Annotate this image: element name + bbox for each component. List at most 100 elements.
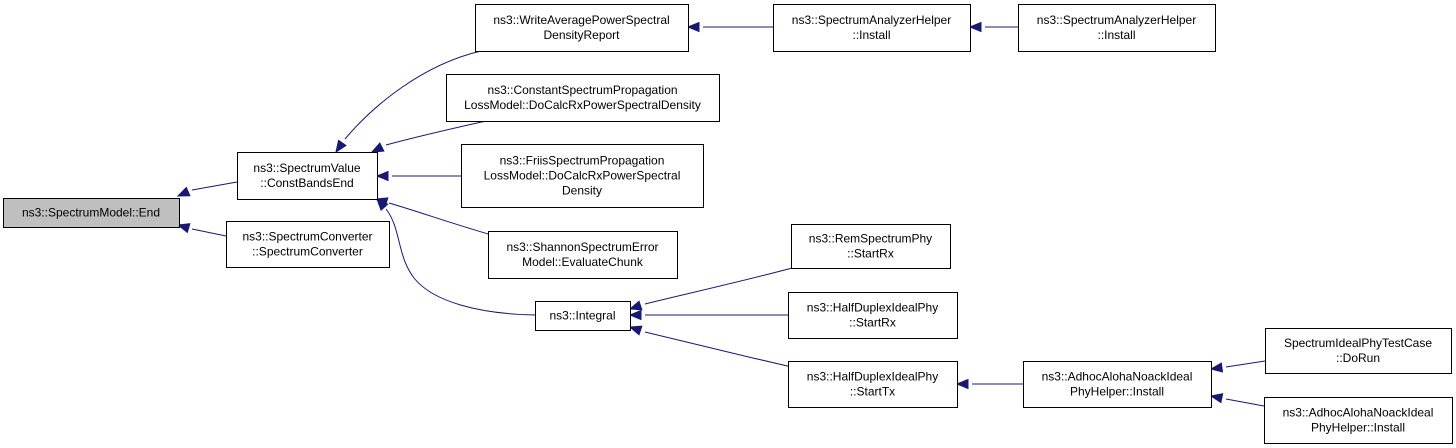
node-label-line: ::DoRun xyxy=(1336,351,1380,365)
node-label-line: ns3::Integral xyxy=(549,309,615,323)
node-label-line: ns3::SpectrumConverter xyxy=(242,230,372,244)
node-label-line: ::StartRx xyxy=(849,316,896,330)
edge-line xyxy=(191,181,238,191)
node-box xyxy=(3,198,180,228)
node-label-line: Density xyxy=(562,184,602,198)
edge-line xyxy=(644,331,797,369)
node-rem[interactable]: ns3::RemSpectrumPhy::StartRx xyxy=(791,224,951,269)
edge-rem-to-integral xyxy=(628,266,797,311)
node-box xyxy=(1264,397,1453,444)
node-label-line: ns3::SpectrumValue xyxy=(253,161,360,175)
edges-layer xyxy=(176,21,1266,407)
edge-line xyxy=(388,202,500,238)
node-aloha1[interactable]: ns3::AdhocAlohaNoackIdealPhyHelper::Inst… xyxy=(1023,361,1212,408)
node-test[interactable]: SpectrumIdealPhyTestCase::DoRun xyxy=(1265,328,1452,374)
edge-const-to-cbe xyxy=(370,120,487,153)
edge-line xyxy=(191,228,227,237)
edge-line xyxy=(385,120,487,146)
edge-hdrx-to-integral xyxy=(628,309,788,321)
node-end: ns3::SpectrumModel::End xyxy=(3,198,180,228)
node-sah2[interactable]: ns3::SpectrumAnalyzerHelper::Install xyxy=(1018,4,1216,52)
node-label-line: ::ConstBandsEnd xyxy=(260,176,353,190)
node-label-line: ns3::AdhocAlohaNoackIdeal xyxy=(1283,406,1434,420)
node-box xyxy=(773,4,971,52)
node-label-line: ns3::SpectrumModel::End xyxy=(22,206,160,220)
node-integral[interactable]: ns3::Integral xyxy=(535,301,631,331)
node-hdrx[interactable]: ns3::HalfDuplexIdealPhy::StartRx xyxy=(788,292,958,339)
node-label-line: LossModel::DoCalcRxPowerSpectralDensity xyxy=(464,98,701,112)
arrowhead xyxy=(376,198,389,212)
node-hdtx[interactable]: ns3::HalfDuplexIdealPhy::StartTx xyxy=(788,361,958,408)
node-box xyxy=(788,361,958,408)
node-label-line: ns3::AdhocAlohaNoackIdeal xyxy=(1042,370,1193,384)
edge-sah1-to-wapsd xyxy=(686,21,773,33)
edge-line xyxy=(1225,360,1266,368)
node-label-line: ns3::HalfDuplexIdealPhy xyxy=(807,370,938,384)
node-label-line: ns3::SpectrumAnalyzerHelper xyxy=(1037,13,1196,27)
arrowhead xyxy=(1209,362,1224,373)
nodes-layer: ns3::SpectrumModel::End ns3::SpectrumValu… xyxy=(3,4,1453,444)
node-box xyxy=(791,224,951,269)
node-box xyxy=(475,4,689,52)
node-label-line: ns3::ConstantSpectrumPropagation xyxy=(487,83,677,97)
edge-cbe-to-end xyxy=(176,181,238,197)
node-const[interactable]: ns3::ConstantSpectrumPropagationLossMode… xyxy=(446,74,720,122)
node-label-line: ::StartTx xyxy=(850,385,895,399)
edge-wapsd-to-cbe xyxy=(335,50,482,154)
node-label-line: PhyHelper::Install xyxy=(1311,421,1405,435)
edge-sah2-to-sah1 xyxy=(968,21,1018,33)
node-label-line: ns3::ShannonSpectrumError xyxy=(506,240,658,254)
node-box xyxy=(1023,361,1212,408)
node-box xyxy=(1018,4,1216,52)
arrowhead xyxy=(628,300,643,311)
node-label-line: ns3::HalfDuplexIdealPhy xyxy=(807,301,938,315)
node-shannon[interactable]: ns3::ShannonSpectrumErrorModel::Evaluate… xyxy=(488,231,678,279)
arrowhead xyxy=(968,21,982,33)
node-box xyxy=(788,292,958,339)
arrowhead xyxy=(1209,393,1224,404)
node-label-line: ::StartRx xyxy=(847,247,894,261)
edge-friis-to-cbe xyxy=(375,170,461,182)
node-sah1[interactable]: ns3::SpectrumAnalyzerHelper::Install xyxy=(773,4,971,52)
edge-line xyxy=(385,208,536,316)
node-label-line: ::Install xyxy=(1097,28,1135,42)
arrowhead xyxy=(628,309,642,321)
node-label-line: PhyHelper::Install xyxy=(1070,385,1164,399)
node-label-line: Model::EvaluateChunk xyxy=(522,255,644,269)
arrowhead xyxy=(628,325,643,336)
node-box xyxy=(535,301,631,331)
node-label-line: ::Install xyxy=(852,28,890,42)
arrowhead xyxy=(375,170,389,182)
node-label-line: SpectrumIdealPhyTestCase xyxy=(1284,336,1432,350)
node-box xyxy=(226,221,390,268)
arrowhead xyxy=(686,21,700,33)
edge-line xyxy=(1225,398,1265,407)
node-wapsd[interactable]: ns3::WriteAveragePowerSpectralDensityRep… xyxy=(475,4,689,52)
edge-integral-to-cbe xyxy=(376,198,536,316)
node-sconv[interactable]: ns3::SpectrumConverter::SpectrumConverte… xyxy=(226,221,390,268)
edge-test-to-aloha1 xyxy=(1209,360,1266,373)
edge-line xyxy=(344,50,482,140)
edge-sconv-to-end xyxy=(176,223,227,237)
edge-aloha1-to-hdtx xyxy=(955,378,1023,390)
node-box xyxy=(488,231,678,279)
arrowhead xyxy=(176,186,191,197)
arrowhead xyxy=(176,223,191,234)
node-label-line: ns3::RemSpectrumPhy xyxy=(809,232,932,246)
node-aloha2[interactable]: ns3::AdhocAlohaNoackIdealPhyHelper::Inst… xyxy=(1264,397,1453,444)
node-label-line: ns3::FriisSpectrumPropagation xyxy=(500,154,665,168)
node-box xyxy=(1265,328,1452,374)
node-box xyxy=(461,144,704,208)
node-label-line: DensityReport xyxy=(543,28,620,42)
node-label-line: ns3::WriteAveragePowerSpectral xyxy=(493,13,669,27)
arrowhead xyxy=(335,139,347,154)
edge-aloha2-to-aloha1 xyxy=(1209,393,1265,407)
node-label-line: LossModel::DoCalcRxPowerSpectral xyxy=(484,169,681,183)
node-friis[interactable]: ns3::FriisSpectrumPropagationLossModel::… xyxy=(461,144,704,208)
node-label-line: ::SpectrumConverter xyxy=(252,245,363,259)
node-box xyxy=(237,152,378,200)
node-box xyxy=(446,74,720,122)
node-cbe[interactable]: ns3::SpectrumValue::ConstBandsEnd xyxy=(237,152,378,200)
edge-line xyxy=(644,266,797,305)
